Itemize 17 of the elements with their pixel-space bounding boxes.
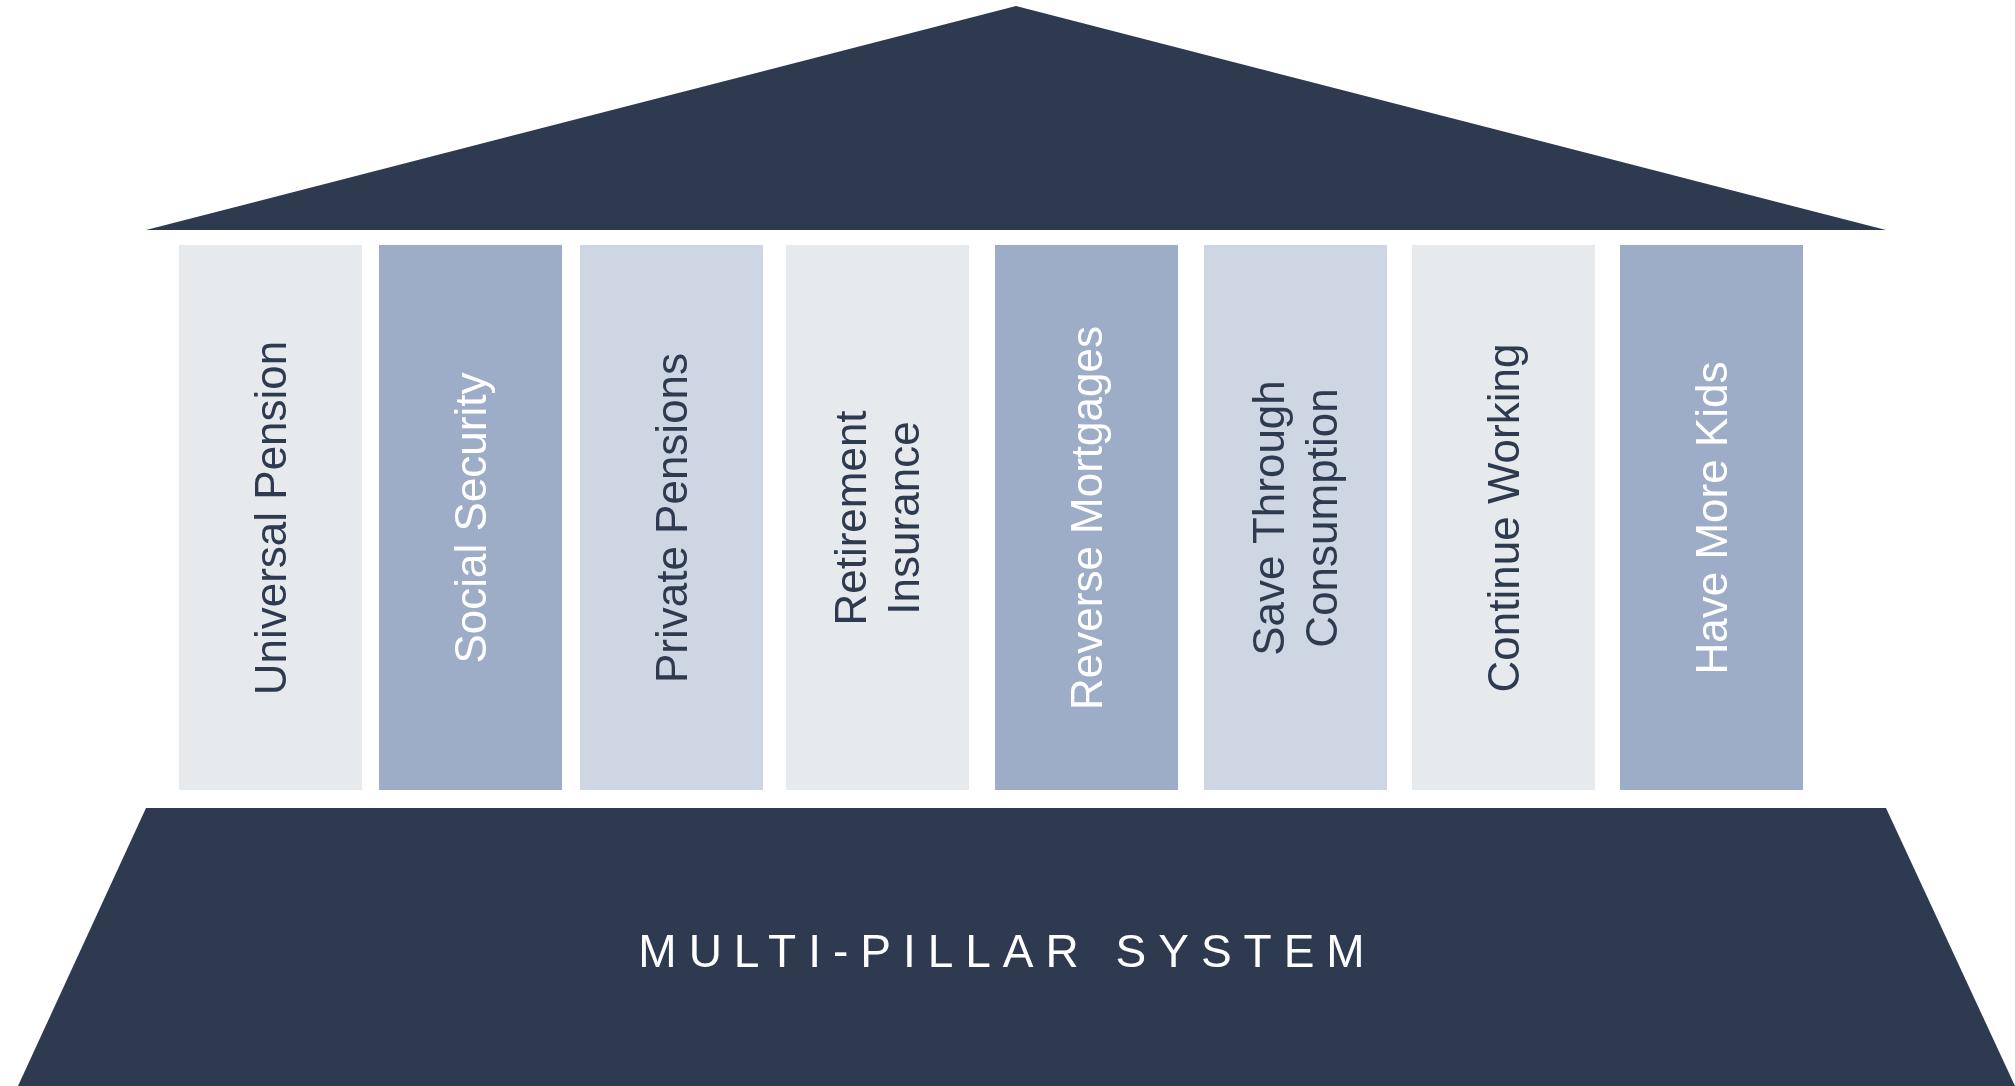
pillar-column xyxy=(580,245,763,790)
pillar-label: Private Pensions xyxy=(645,351,697,685)
pillar-label: Universal Pension xyxy=(244,339,296,697)
pillar-column xyxy=(995,245,1178,790)
pillar-label: Retirement Insurance xyxy=(824,408,929,628)
pillar-label: Save Through Consumption xyxy=(1242,378,1347,658)
pillar-label: Social Security xyxy=(444,371,496,665)
pillar-column xyxy=(179,245,362,790)
pillar-label: Continue Working xyxy=(1477,342,1529,694)
pillar-column xyxy=(1204,245,1387,790)
pillar-column xyxy=(379,245,562,790)
pillar-label: Have More Kids xyxy=(1685,360,1737,676)
pillar-column xyxy=(1412,245,1595,790)
foundation-label: MULTI-PILLAR SYSTEM xyxy=(638,924,1377,978)
pillar-column xyxy=(1620,245,1803,790)
pillar-label: Reverse Mortgages xyxy=(1060,324,1112,712)
pillar-column xyxy=(786,245,969,790)
